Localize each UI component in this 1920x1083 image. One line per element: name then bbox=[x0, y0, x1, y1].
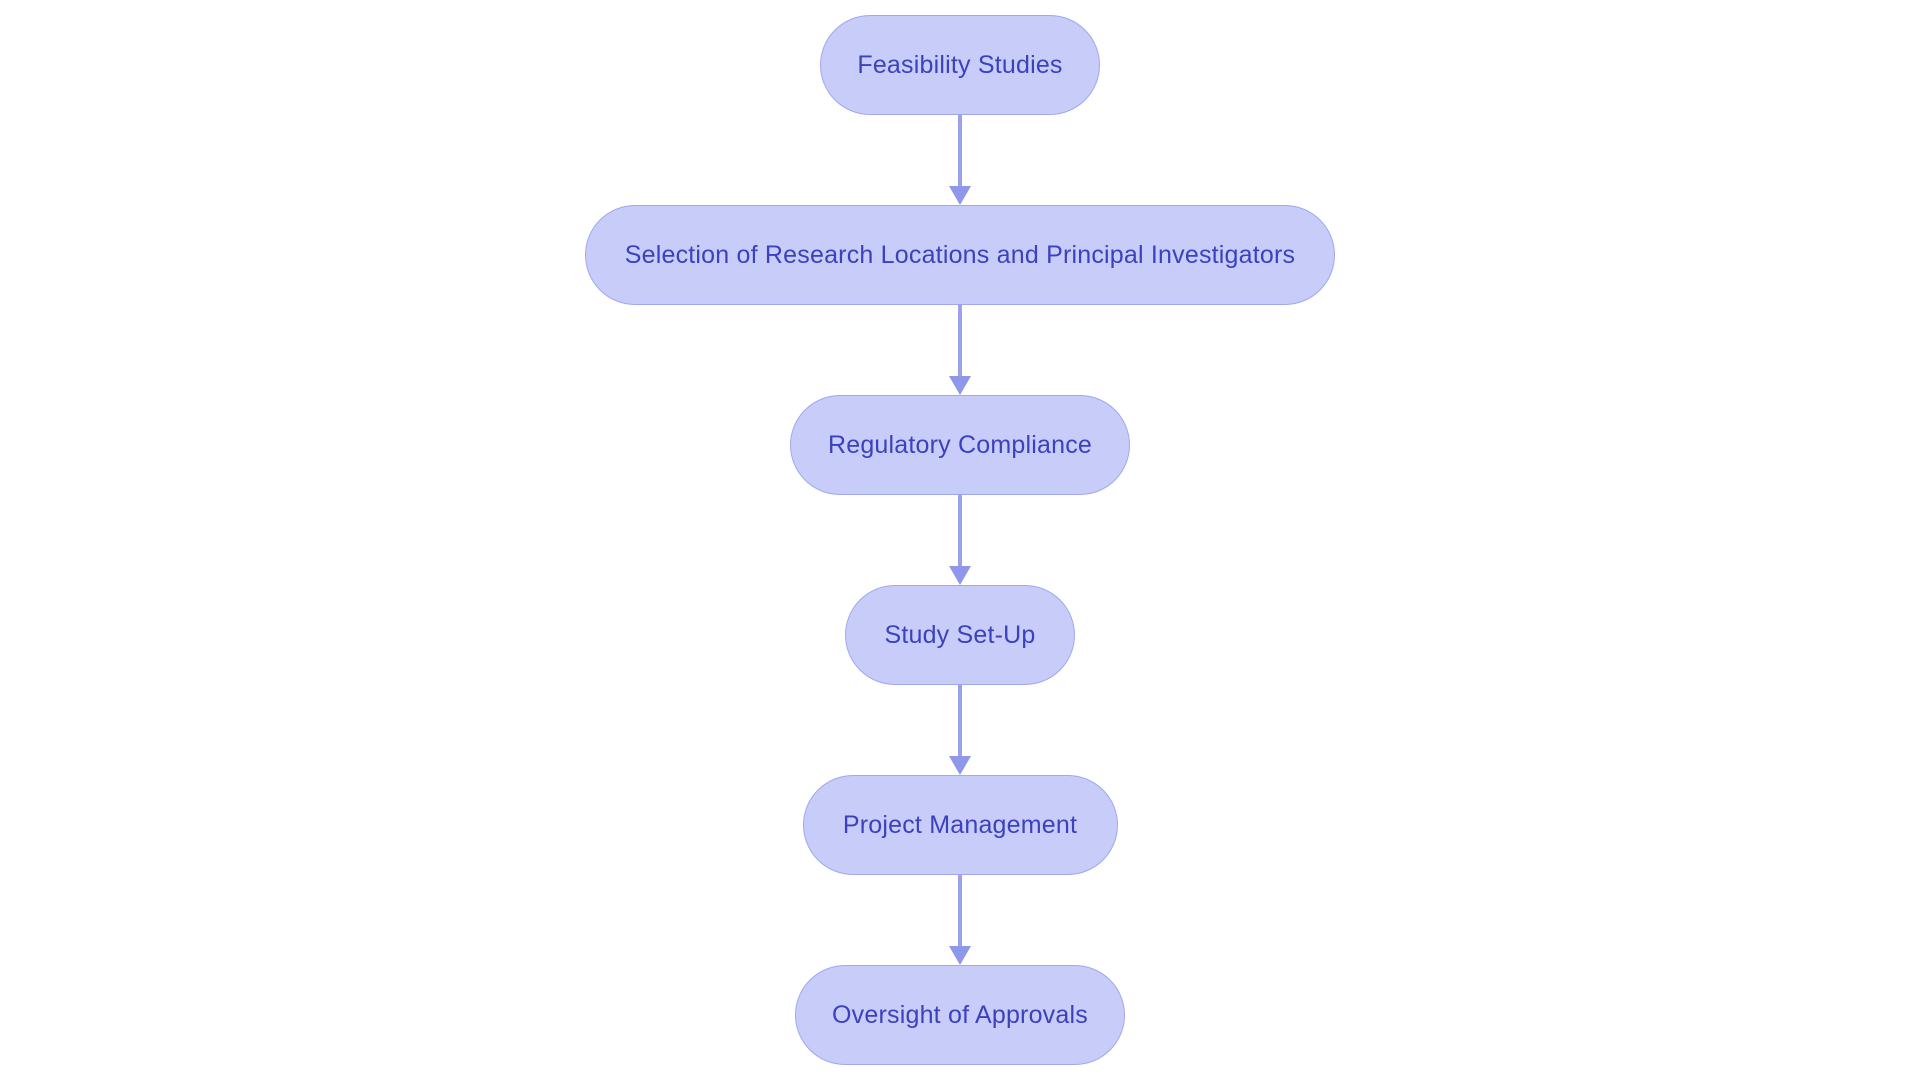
node-project-management: Project Management bbox=[802, 775, 1118, 875]
node-label: Study Set-Up bbox=[884, 620, 1036, 649]
node-regulatory-compliance: Regulatory Compliance bbox=[790, 395, 1130, 495]
node-study-set-up: Study Set-Up bbox=[845, 585, 1075, 685]
node-label: Project Management bbox=[842, 810, 1078, 839]
arrow-head-icon bbox=[949, 376, 971, 395]
flow-arrow-4 bbox=[949, 685, 972, 775]
arrow-head-icon bbox=[949, 186, 971, 205]
node-selection-of-research-locations: Selection of Research Locations and Prin… bbox=[585, 205, 1335, 305]
arrow-head-icon bbox=[949, 756, 971, 775]
flow-arrow-2 bbox=[949, 305, 972, 395]
node-oversight-of-approvals: Oversight of Approvals bbox=[795, 965, 1125, 1065]
arrow-shaft bbox=[958, 495, 962, 566]
arrow-shaft bbox=[958, 685, 962, 756]
node-label: Selection of Research Locations and Prin… bbox=[624, 240, 1296, 269]
arrow-head-icon bbox=[949, 566, 971, 585]
node-feasibility-studies: Feasibility Studies bbox=[820, 15, 1100, 115]
node-label: Regulatory Compliance bbox=[827, 430, 1093, 459]
arrow-shaft bbox=[958, 305, 962, 376]
flow-arrow-1 bbox=[949, 115, 972, 205]
node-label: Feasibility Studies bbox=[857, 50, 1063, 79]
arrow-shaft bbox=[958, 115, 962, 186]
node-label: Oversight of Approvals bbox=[832, 1000, 1088, 1029]
flow-arrow-3 bbox=[949, 495, 972, 585]
arrow-head-icon bbox=[949, 946, 971, 965]
arrow-shaft bbox=[958, 875, 962, 946]
flow-arrow-5 bbox=[949, 875, 972, 965]
